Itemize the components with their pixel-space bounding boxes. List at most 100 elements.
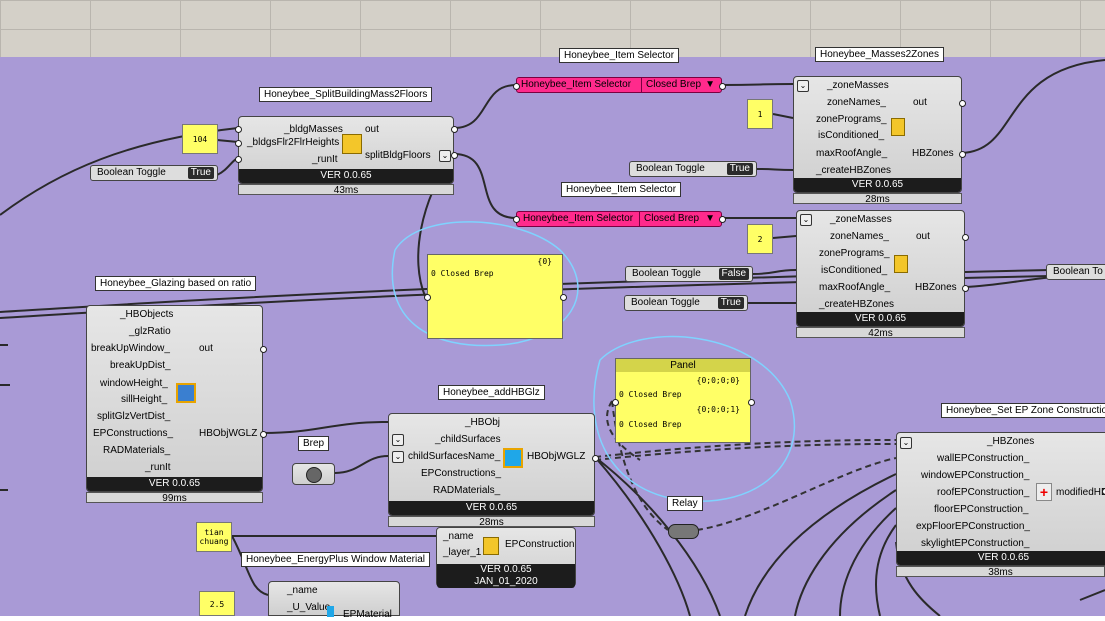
port[interactable] xyxy=(719,83,726,90)
port[interactable] xyxy=(1102,488,1105,495)
toggle-value[interactable]: True xyxy=(717,297,744,309)
window-material-component[interactable]: _name _U_Value EPMaterial xyxy=(268,581,400,620)
expand-icon[interactable]: ⌄ xyxy=(797,80,809,92)
port[interactable] xyxy=(424,294,431,301)
input-label: _zoneMasses xyxy=(830,214,892,225)
port[interactable] xyxy=(959,151,966,158)
port[interactable] xyxy=(235,140,242,147)
input-label: _HBZones xyxy=(987,436,1035,447)
text-tian-chuang[interactable]: tian chuang xyxy=(196,522,232,552)
port[interactable] xyxy=(962,234,969,241)
wire xyxy=(839,507,897,616)
selector-value[interactable]: Closed Brep xyxy=(641,78,701,92)
number-slider-1[interactable]: 1 xyxy=(747,99,773,129)
toggle-label: Boolean Toggle xyxy=(636,163,705,174)
number-slider-104[interactable]: 104 xyxy=(182,124,218,154)
toggle-value[interactable]: False xyxy=(718,268,749,280)
selector-label: Honeybee_Item Selector xyxy=(523,213,634,224)
version-label: VER 0.0.65 xyxy=(239,169,453,183)
output-label: HBObjWGLZ xyxy=(527,451,586,462)
input-label: EPConstructions_ xyxy=(421,468,502,479)
port[interactable] xyxy=(260,431,267,438)
port[interactable] xyxy=(748,399,755,406)
relay-node[interactable] xyxy=(668,524,699,539)
wire xyxy=(262,421,389,434)
selector-value[interactable]: Closed Brep xyxy=(639,212,699,226)
set-ep-zone-construction-component[interactable]: ⌄ _HBZones wallEPConstruction_ windowEPC… xyxy=(896,432,1105,566)
port[interactable] xyxy=(451,126,458,133)
ep-construction-component[interactable]: _name _layer_1 EPConstruction VER 0.0.65… xyxy=(436,527,576,588)
input-label: wallEPConstruction_ xyxy=(937,453,1030,464)
boolean-toggle-2[interactable]: Boolean Toggle True xyxy=(629,161,757,177)
port[interactable] xyxy=(513,216,520,223)
port[interactable] xyxy=(592,455,599,462)
masses2zones-component-1[interactable]: ⌄ _zoneMasses zoneNames_ zonePrograms_ i… xyxy=(793,76,962,193)
boolean-toggle-3[interactable]: Boolean Toggle False xyxy=(625,266,753,282)
input-label: zoneNames_ xyxy=(827,97,886,108)
port[interactable] xyxy=(612,399,619,406)
port[interactable] xyxy=(962,285,969,292)
masses2zones-component-2[interactable]: ⌄ _zoneMasses zoneNames_ zonePrograms_ i… xyxy=(796,210,965,327)
port[interactable] xyxy=(235,126,242,133)
dashed-wire xyxy=(696,457,897,531)
expand-icon[interactable]: ⌄ xyxy=(392,451,404,463)
brep-title: Brep xyxy=(298,436,330,451)
expand-icon[interactable]: ⌄ xyxy=(439,150,451,162)
toggle-value[interactable]: True xyxy=(187,167,214,179)
number-slider-2[interactable]: 2 xyxy=(747,224,773,254)
wire xyxy=(875,524,897,616)
port[interactable] xyxy=(235,156,242,163)
dropdown-icon[interactable]: ▼ xyxy=(705,213,715,224)
item-selector-1[interactable]: Honeybee_Item Selector Closed Brep ▼ xyxy=(516,77,722,93)
zone-icon xyxy=(891,118,905,136)
input-label: _U_Value xyxy=(287,602,331,613)
toggle-value[interactable]: True xyxy=(726,163,753,175)
wire xyxy=(772,235,797,239)
split-building-mass-component[interactable]: _bldgMasses _bldgsFlr2FlrHeights _runIt … xyxy=(238,116,454,184)
item-selector-2[interactable]: Honeybee_Item Selector Closed Brep ▼ xyxy=(516,211,722,227)
input-label: isConditioned_ xyxy=(818,130,885,141)
input-label: _name xyxy=(287,585,318,596)
boolean-toggle-4[interactable]: Boolean Toggle True xyxy=(624,295,748,311)
input-label: windowHeight_ xyxy=(100,378,168,389)
port[interactable] xyxy=(719,216,726,223)
data-panel-small[interactable]: {0} 0 Closed Brep xyxy=(427,254,563,339)
input-label: expFloorEPConstruction_ xyxy=(916,521,1030,532)
runtime-label: 99ms xyxy=(86,492,263,504)
dropdown-icon[interactable]: ▼ xyxy=(705,79,715,90)
input-label: windowEPConstruction_ xyxy=(921,470,1030,481)
construction-plus-icon: + xyxy=(1036,483,1052,501)
panel-path: {0} xyxy=(537,257,552,266)
glazing-ratio-component[interactable]: _HBObjects _glzRatio breakUpWindow_ brea… xyxy=(86,305,263,492)
wire xyxy=(334,455,389,474)
input-label: childSurfacesName_ xyxy=(408,451,501,462)
toggle-label: Boolean To xyxy=(1053,266,1103,277)
node-title-setcons: Honeybee_Set EP Zone Construction xyxy=(941,403,1105,418)
node-title-winmat: Honeybee_EnergyPlus Window Material xyxy=(241,552,430,567)
annotation-circle xyxy=(391,221,579,347)
add-hb-glz-component[interactable]: _HBObj _childSurfaces childSurfacesName_… xyxy=(388,413,595,516)
boolean-toggle-1[interactable]: Boolean Toggle True xyxy=(90,165,218,181)
number-2-5[interactable]: 2.5 xyxy=(199,591,235,616)
expand-icon[interactable]: ⌄ xyxy=(900,437,912,449)
port[interactable] xyxy=(260,346,267,353)
port[interactable] xyxy=(959,100,966,107)
port[interactable] xyxy=(451,152,458,159)
expand-icon[interactable]: ⌄ xyxy=(392,434,404,446)
input-label: roofEPConstruction_ xyxy=(937,487,1030,498)
toggle-label: Boolean Toggle xyxy=(97,167,166,178)
brep-param[interactable] xyxy=(292,463,335,485)
input-label: _layer_1 xyxy=(443,547,482,558)
wire xyxy=(744,473,897,616)
port[interactable] xyxy=(513,83,520,90)
port[interactable] xyxy=(560,294,567,301)
boolean-toggle-5[interactable]: Boolean To xyxy=(1046,264,1105,280)
wire xyxy=(453,84,517,129)
input-label: sillHeight_ xyxy=(121,394,168,405)
input-label: _bldgsFlr2FlrHeights xyxy=(247,137,340,148)
version-label: VER 0.0.65 xyxy=(797,312,964,326)
wire xyxy=(721,83,794,86)
expand-icon[interactable]: ⌄ xyxy=(800,214,812,226)
wire xyxy=(772,113,794,119)
data-panel[interactable]: Panel {0;0;0;0} 0 Closed Brep {0;0;0;1} … xyxy=(615,358,751,443)
